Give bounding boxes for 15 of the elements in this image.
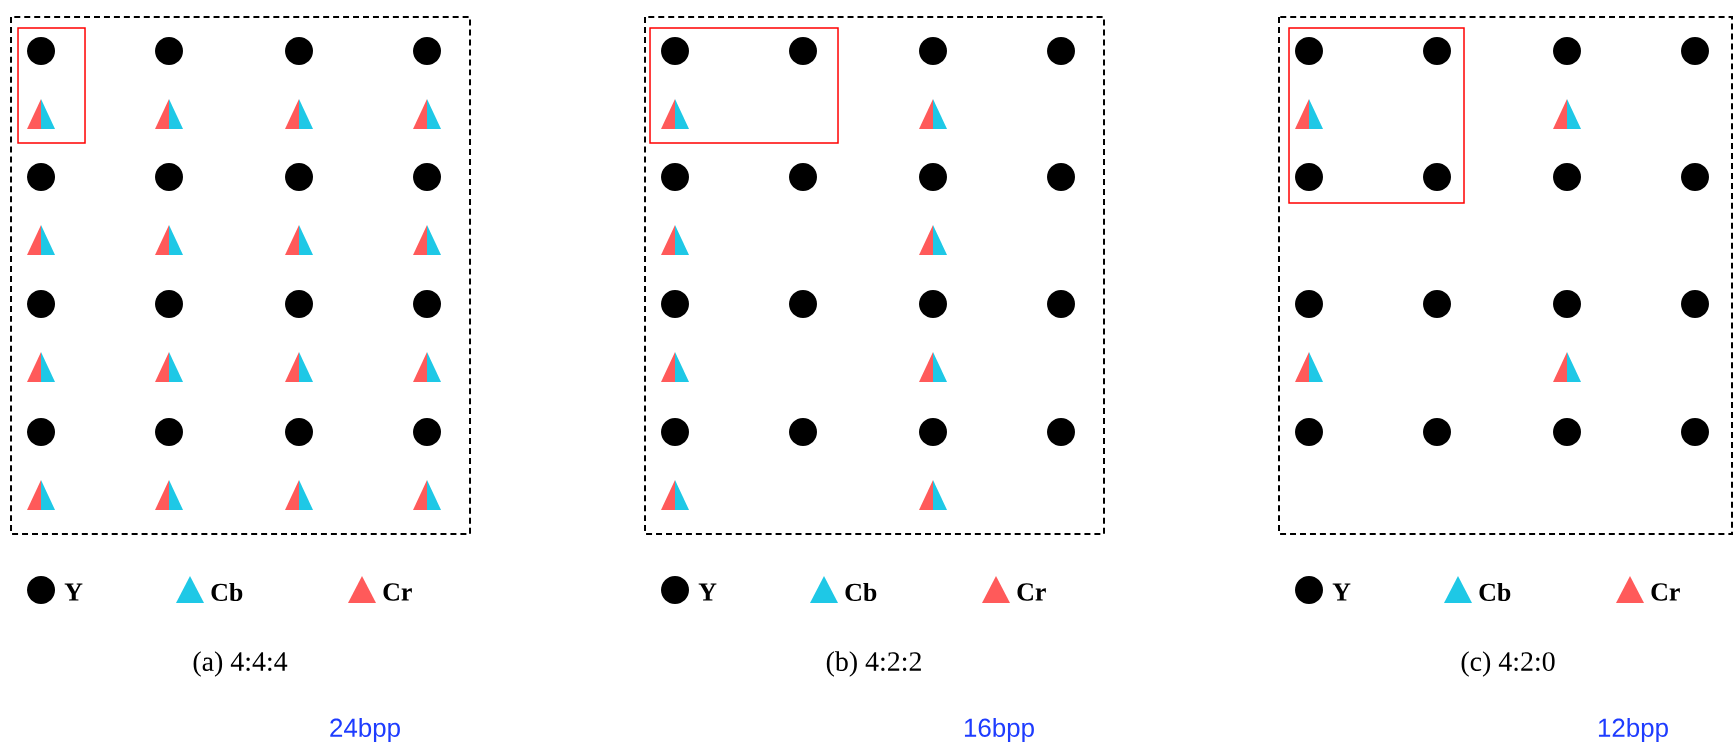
legend-label: Y: [698, 583, 717, 601]
bitrate-label: 16bpp: [964, 717, 1034, 743]
bitrate-label: 12bpp: [1598, 717, 1668, 743]
legend-label: Cb: [211, 582, 243, 602]
legend-label: Cr: [383, 583, 412, 601]
legend-label: Cb: [1479, 582, 1511, 602]
legend-label: Y: [1332, 583, 1351, 601]
caption-text: (a) 4:4:4: [193, 651, 288, 677]
legend-label: Cb: [845, 582, 877, 602]
legend-label: Cr: [1017, 583, 1046, 601]
caption-text: (c) 4:2:0: [1461, 651, 1555, 677]
legend-label: Cr: [1651, 583, 1680, 601]
caption-text: (b) 4:2:2: [826, 651, 921, 677]
bitrate-label: 24bpp: [330, 717, 400, 743]
legend-label: Y: [64, 583, 83, 601]
